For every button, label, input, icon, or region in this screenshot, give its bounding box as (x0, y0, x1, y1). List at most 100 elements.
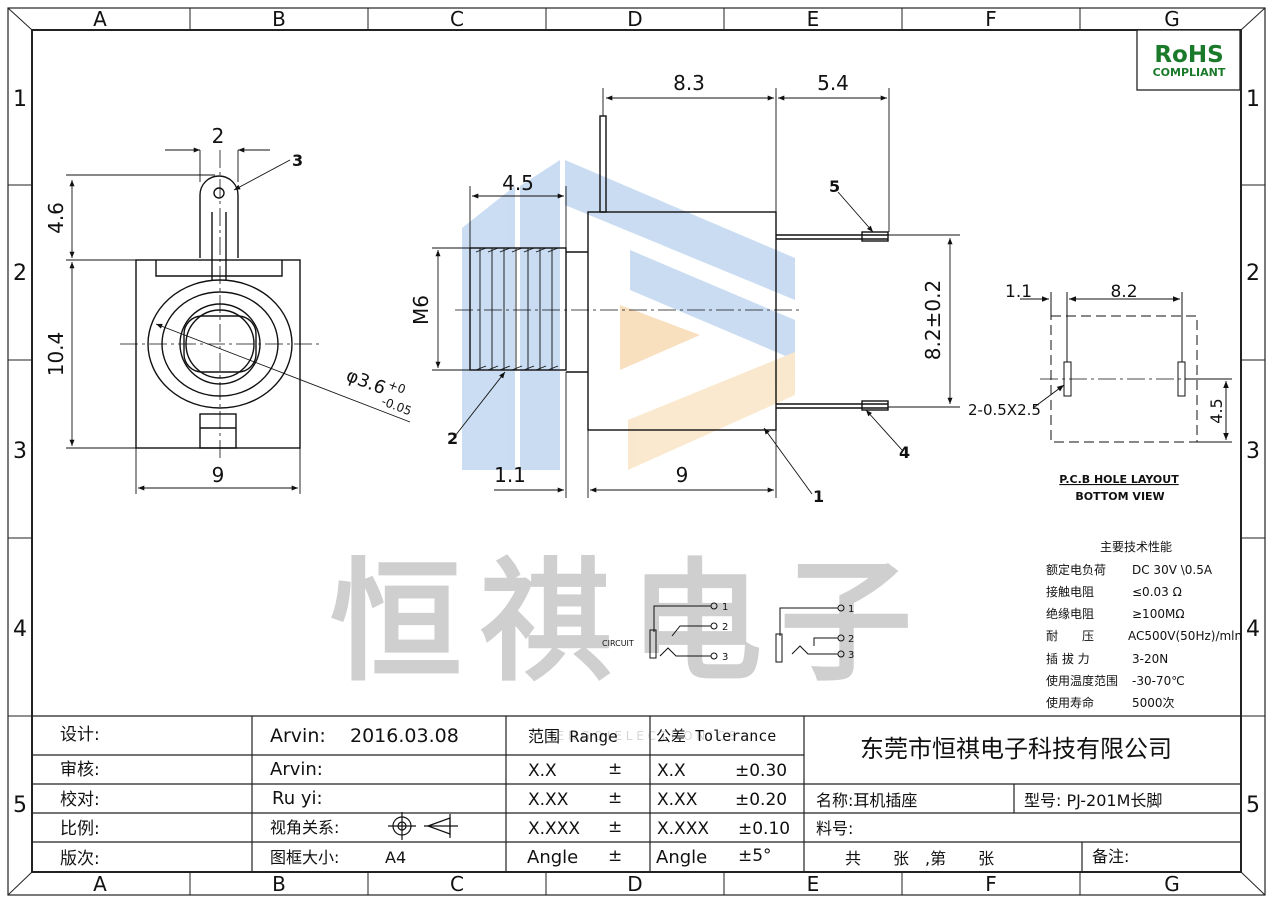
spec-val-2: ≤0.03 Ω (1132, 585, 1182, 599)
dim-pin-spacing: 8.2±0.2 (921, 280, 945, 360)
callout-3: 3 (292, 151, 303, 170)
grid-row-5: 5 (13, 793, 27, 818)
dim-flange: 1.1 (494, 463, 526, 487)
specs-title: 主要技术性能 (1100, 540, 1172, 554)
grid-row-4-right: 4 (1246, 617, 1260, 642)
spec-val-7: 5000次 (1132, 696, 1175, 710)
grid-col-d-bottom: D (627, 872, 642, 896)
check-name: Ru yi: (272, 788, 323, 809)
front-view (120, 150, 320, 460)
spec-key-3: 绝缘电阻 (1046, 606, 1094, 621)
dim-pcb-height: 4.5 (1207, 398, 1226, 423)
label-review: 审核: (60, 760, 100, 780)
dim-hole-tol-minus: -0.05 (380, 394, 414, 418)
dim-body-height: 10.4 (44, 332, 68, 377)
grid-row-2: 2 (13, 261, 27, 286)
callout-4: 4 (899, 443, 910, 462)
spec-key-1: 额定电负荷 (1046, 562, 1106, 577)
grid-col-g-bottom: G (1164, 872, 1180, 896)
dim-hole-tol-plus: +0 (386, 377, 408, 396)
tolerance-header: 公差 Tolerance (656, 727, 776, 745)
watermark-subtext: H E N G Q I E L E C T R O N I C S (544, 729, 737, 743)
projection-symbol-icon (388, 812, 458, 840)
circuit-b-pin-2: 2 (848, 634, 854, 645)
label-check: 校对: (60, 790, 100, 810)
rohs-badge: RoHS COMPLIANT (1136, 29, 1241, 91)
range-r4: Angle (527, 847, 578, 868)
circuit-a-pin-3: 3 (722, 652, 728, 663)
tol-v4: ±5° (738, 846, 772, 866)
callout-1: 1 (813, 487, 824, 506)
drawing-frame (7, 7, 1266, 896)
part-number: 料号: (816, 819, 853, 838)
dim-pcb-offset: 1.1 (1005, 282, 1032, 302)
pcb-labels: 1.1 8.2 4.5 2-0.5X2.5 P.C.B HOLE LAYOUT … (968, 282, 1226, 503)
grid-column-labels: A B C D E F G A B C D E F G (93, 7, 1180, 896)
dim-lug-height: 4.6 (44, 202, 68, 234)
range-r2: X.XX (528, 790, 569, 810)
range-r3: X.XXX (528, 819, 580, 839)
spec-val-5: 3-20N (1132, 652, 1168, 666)
grid-row-2-right: 2 (1246, 261, 1260, 286)
front-view-dimensions (66, 147, 411, 494)
grid-col-c: C (450, 7, 464, 31)
grid-row-1: 1 (13, 87, 27, 112)
grid-row-labels: 1 2 3 4 5 1 2 3 4 5 (13, 87, 1260, 818)
circuit-b-pin-3: 3 (848, 650, 854, 661)
grid-col-b-bottom: B (272, 872, 286, 896)
range-s1: ± (608, 759, 622, 779)
dim-pcb-spacing: 8.2 (1110, 282, 1137, 302)
side-view (455, 115, 889, 431)
dim-body-depth: 8.3 (673, 71, 705, 95)
circuit-diagram (649, 602, 845, 663)
frame-label: 图框大小: (270, 848, 339, 867)
pcb-subtitle: BOTTOM VIEW (1075, 490, 1164, 503)
specs-table: 主要技术性能 额定电负荷 DC 30V \0.5A 接触电阻 ≤0.03 Ω 绝… (1046, 540, 1242, 710)
dim-body-length: 9 (676, 463, 689, 487)
grid-row-3: 3 (13, 439, 27, 464)
callout-2: 2 (447, 429, 458, 448)
dim-pcb-holes: 2-0.5X2.5 (968, 401, 1041, 419)
tol-t2: X.XX (657, 790, 698, 810)
spec-key-7: 使用寿命 (1046, 695, 1094, 710)
dim-body-width: 9 (212, 463, 225, 487)
dim-pin-length: 5.4 (817, 71, 849, 95)
label-design: 设计: (60, 725, 100, 745)
pcb-layout (1020, 292, 1232, 443)
watermark-logo-icon (462, 160, 795, 470)
range-r1: X.X (528, 761, 557, 781)
dim-lug-width: 2 (212, 124, 225, 148)
design-date: 2016.03.08 (350, 725, 459, 747)
spec-val-1: DC 30V \0.5A (1132, 563, 1213, 577)
dim-hole-diameter: φ3.6 (343, 365, 388, 399)
title-block-text: 设计: 审核: 校对: 比例: 版次: Arvin: 2016.03.08 Ar… (60, 725, 1172, 869)
part-name: 名称:耳机插座 (816, 791, 917, 810)
watermark-text: 恒祺电子 (330, 545, 930, 700)
rohs-subtitle: COMPLIANT (1153, 66, 1226, 79)
tol-v2: ±0.20 (735, 790, 787, 810)
grid-col-b: B (272, 7, 286, 31)
tol-v3: ±0.10 (738, 819, 790, 839)
grid-col-d: D (627, 7, 642, 31)
tol-t3: X.XXX (657, 819, 709, 839)
grid-col-f: F (985, 7, 997, 31)
circuit-a-pin-2: 2 (722, 622, 728, 633)
circuit-label: CIRCUIT (602, 639, 634, 648)
callout-5: 5 (829, 177, 840, 196)
frame-value: A4 (385, 848, 406, 867)
company-name: 东莞市恒祺电子科技有限公司 (860, 735, 1172, 763)
dim-thread-length: 4.5 (502, 171, 534, 195)
label-scale: 比例: (60, 819, 100, 839)
notes-label: 备注: (1092, 847, 1129, 866)
title-block (32, 715, 1241, 872)
grid-col-a-bottom: A (93, 872, 107, 896)
part-model: 型号: PJ-201M长脚 (1024, 791, 1162, 810)
spec-val-6: -30-70℃ (1132, 674, 1185, 688)
dim-thread-size: M6 (409, 295, 433, 325)
circuit-labels: CIRCUIT 1 2 3 1 2 3 (602, 602, 854, 663)
spec-key-4: 耐 压 (1046, 629, 1094, 643)
circuit-b-pin-1: 1 (848, 604, 854, 615)
range-s3: ± (608, 817, 622, 837)
grid-col-f-bottom: F (985, 872, 997, 896)
